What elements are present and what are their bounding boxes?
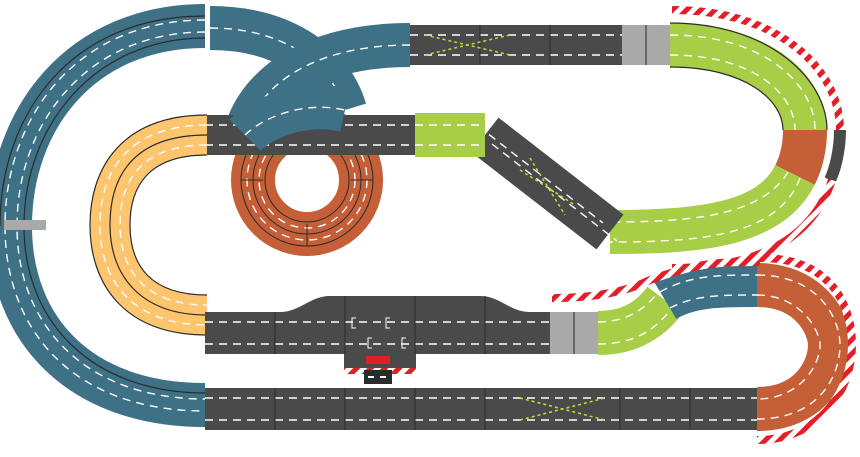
top-right-green-curve (669, 6, 844, 132)
right-orange-curve (775, 129, 846, 185)
top-crossover-marks (424, 34, 511, 56)
overpass-bridge (229, 85, 350, 152)
pit-straight (205, 296, 598, 354)
middle-green-curve (415, 113, 485, 158)
bottom-crossover-marks (519, 397, 606, 421)
bottom-right-barrier (551, 258, 761, 302)
bottom-straight (205, 388, 757, 430)
yellow-inner-curve (89, 114, 208, 336)
top-straight (410, 25, 670, 65)
bottom-right-orange-curve (755, 254, 857, 444)
bottom-right-green-curve (597, 286, 683, 355)
pit-grid-marks (351, 317, 406, 349)
start-finish-gantry (344, 354, 416, 384)
diagonal-crossover-marks (519, 157, 576, 216)
bottom-right-blue-curve (653, 263, 758, 320)
outer-left-blue-curve (0, 4, 206, 427)
diagonal-crossover (471, 117, 624, 250)
right-green-descending-curve (609, 163, 836, 272)
straight-connector-left (4, 220, 46, 230)
